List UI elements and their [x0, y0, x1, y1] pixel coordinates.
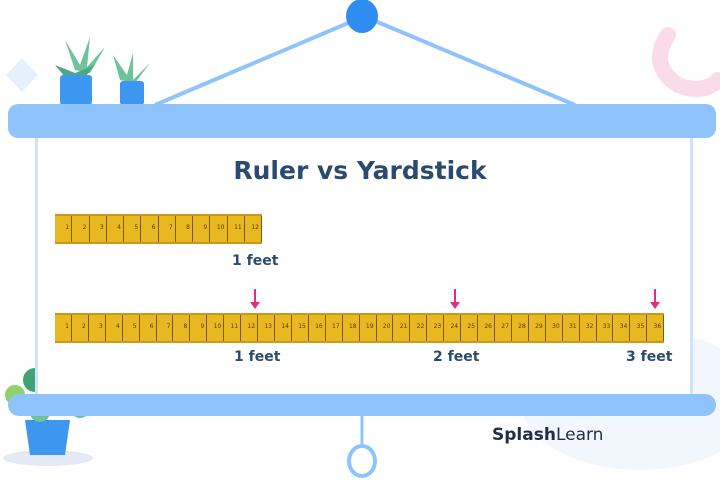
inch-mark: 35 — [630, 315, 648, 341]
inch-mark: 20 — [377, 315, 394, 341]
board-top-bar — [8, 104, 716, 138]
inch-mark: 12 — [245, 216, 262, 242]
inch-mark: 22 — [410, 315, 428, 341]
inch-mark: 31 — [563, 315, 580, 341]
inch-mark: 8 — [173, 315, 191, 341]
ruler-label: 1 feet — [232, 253, 279, 269]
inch-mark: 3 — [90, 216, 107, 242]
inch-mark: 26 — [478, 315, 495, 341]
inch-mark: 16 — [309, 315, 326, 341]
inch-mark: 21 — [393, 315, 411, 341]
inch-mark: 14 — [275, 315, 292, 341]
inch-mark: 5 — [124, 216, 142, 242]
inch-mark: 7 — [157, 315, 174, 341]
board — [35, 120, 693, 402]
inch-mark: 10 — [207, 315, 225, 341]
inch-mark: 8 — [176, 216, 193, 242]
inch-mark: 36 — [647, 315, 664, 341]
inch-mark: 11 — [224, 315, 242, 341]
inch-mark: 9 — [193, 216, 211, 242]
inch-mark: 5 — [123, 315, 140, 341]
inch-mark: 19 — [360, 315, 377, 341]
board-bottom-bar — [8, 394, 716, 416]
inch-mark: 30 — [546, 315, 563, 341]
inch-mark: 23 — [427, 315, 445, 341]
inch-mark: 6 — [140, 315, 157, 341]
inch-mark: 1 — [55, 315, 72, 341]
marker-arrow-icon — [250, 289, 260, 309]
inch-mark: 12 — [241, 315, 259, 341]
inch-mark: 2 — [72, 315, 89, 341]
inch-mark: 17 — [326, 315, 343, 341]
inch-mark: 1 — [55, 216, 73, 242]
inch-mark: 4 — [106, 315, 123, 341]
inch-mark: 24 — [444, 315, 462, 341]
marker-arrow-icon — [450, 289, 460, 309]
marker-arrow-icon — [650, 289, 660, 309]
brand-logo: SplashLearn — [492, 425, 604, 445]
inch-mark: 7 — [159, 216, 176, 242]
inch-mark: 9 — [190, 315, 208, 341]
yardstick-label-2ft: 2 feet — [433, 349, 480, 365]
inch-mark: 13 — [258, 315, 275, 341]
inch-mark: 11 — [228, 216, 245, 242]
inch-mark: 3 — [89, 315, 106, 341]
inch-mark: 10 — [210, 216, 228, 242]
inch-mark: 6 — [141, 216, 159, 242]
inch-mark: 34 — [613, 315, 631, 341]
inch-mark: 27 — [495, 315, 512, 341]
inch-mark: 15 — [292, 315, 309, 341]
plant-pots-icon — [55, 37, 150, 105]
inch-mark: 33 — [597, 315, 614, 341]
inch-mark: 29 — [529, 315, 546, 341]
inch-mark: 4 — [107, 216, 124, 242]
inch-mark: 18 — [343, 315, 360, 341]
yardstick-label-3ft: 3 feet — [626, 349, 673, 365]
inch-mark: 28 — [512, 315, 529, 341]
inch-mark: 2 — [72, 216, 90, 242]
inch-mark: 25 — [461, 315, 479, 341]
page-title: Ruler vs Yardstick — [233, 156, 487, 185]
inch-mark: 32 — [580, 315, 597, 341]
yardstick-label-1ft: 1 feet — [234, 349, 281, 365]
